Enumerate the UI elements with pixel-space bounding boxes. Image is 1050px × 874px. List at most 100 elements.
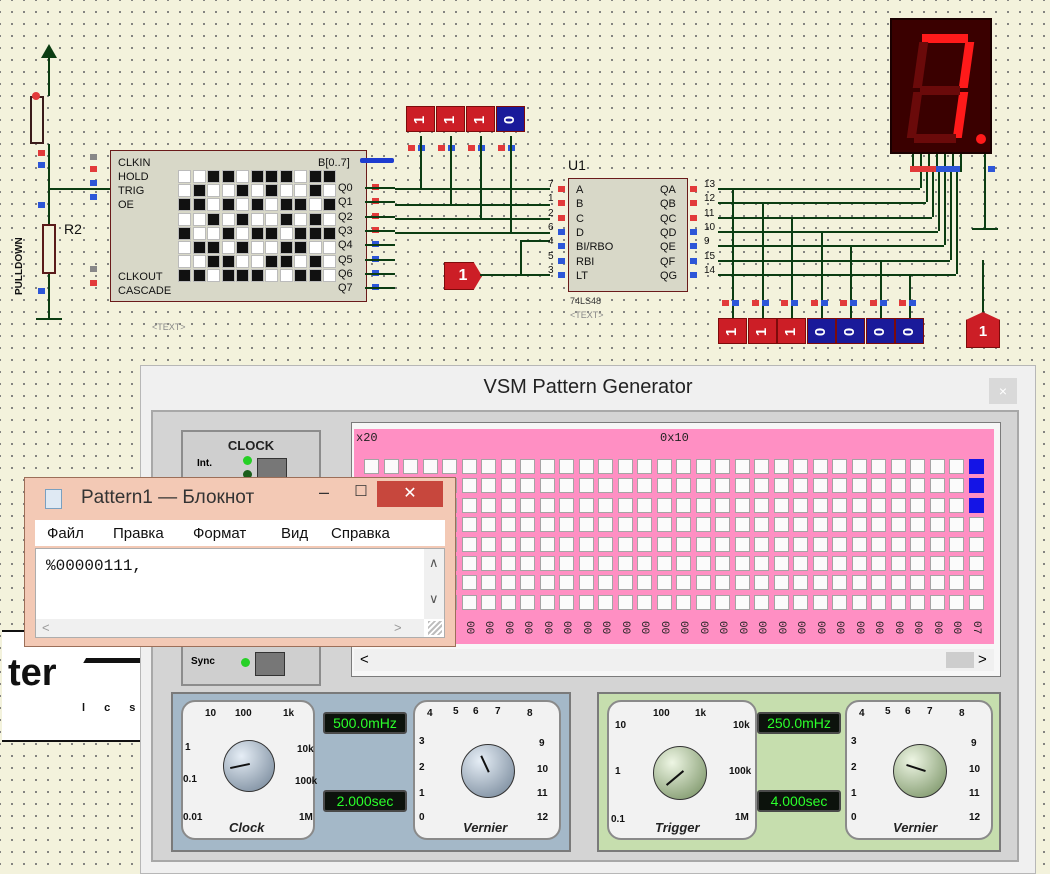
pattern-cell[interactable] xyxy=(403,459,418,474)
pattern-cell[interactable] xyxy=(851,478,867,494)
pattern-cell[interactable] xyxy=(715,594,730,610)
pattern-cell[interactable] xyxy=(637,556,652,571)
clock-range-knob[interactable] xyxy=(223,740,275,792)
pattern-cell[interactable] xyxy=(890,556,906,571)
vertical-scrollbar[interactable]: ∧ ∨ xyxy=(424,549,444,619)
pattern-cell[interactable] xyxy=(559,478,574,494)
pattern-cell[interactable] xyxy=(793,536,808,552)
pattern-cell[interactable] xyxy=(676,497,691,513)
pattern-cell[interactable] xyxy=(481,575,496,591)
pattern-cell[interactable] xyxy=(949,497,964,513)
pattern-cell[interactable] xyxy=(754,459,769,474)
pattern-cell[interactable] xyxy=(461,594,477,610)
pattern-cell[interactable] xyxy=(598,459,613,474)
pattern-cell[interactable] xyxy=(617,497,633,513)
pattern-cell[interactable] xyxy=(637,517,652,533)
pattern-cell[interactable] xyxy=(695,517,711,533)
pattern-cell[interactable] xyxy=(442,459,457,474)
pattern-cell[interactable] xyxy=(695,594,711,610)
pattern-cell[interactable] xyxy=(851,517,867,533)
pattern-cell[interactable] xyxy=(656,497,672,513)
pattern-cell[interactable] xyxy=(539,536,555,552)
pattern-cell[interactable] xyxy=(481,497,496,513)
pattern-cell[interactable] xyxy=(676,575,691,591)
pattern-cell[interactable] xyxy=(500,536,516,552)
pattern-cell[interactable] xyxy=(832,497,847,513)
pattern-cell[interactable] xyxy=(598,497,613,513)
pattern-cell[interactable] xyxy=(617,556,633,571)
pattern-cell[interactable] xyxy=(617,459,633,474)
menu-help[interactable]: Справка xyxy=(331,525,390,542)
pattern-cell[interactable] xyxy=(637,497,652,513)
pattern-cell[interactable] xyxy=(617,536,633,552)
decoder-74ls48[interactable] xyxy=(568,178,688,292)
pattern-cell[interactable] xyxy=(949,459,964,474)
pattern-cell[interactable] xyxy=(929,517,945,533)
pattern-cell[interactable] xyxy=(773,594,789,610)
pattern-cell[interactable] xyxy=(929,497,945,513)
pattern-cell[interactable] xyxy=(890,517,906,533)
pattern-cell[interactable] xyxy=(637,594,652,610)
pattern-cell[interactable] xyxy=(715,536,730,552)
pattern-cell[interactable] xyxy=(656,459,672,474)
pattern-cell[interactable] xyxy=(812,497,828,513)
pattern-cell[interactable] xyxy=(598,575,613,591)
pattern-cell[interactable] xyxy=(929,536,945,552)
pattern-cell[interactable] xyxy=(968,517,984,533)
pattern-cell[interactable] xyxy=(929,459,945,474)
pattern-cell[interactable] xyxy=(871,594,886,610)
pattern-cell[interactable] xyxy=(910,575,925,591)
clock-vernier-knob[interactable] xyxy=(461,744,515,798)
pattern-cell[interactable] xyxy=(773,459,789,474)
pattern-cell[interactable] xyxy=(520,497,535,513)
close-button[interactable]: × xyxy=(989,378,1017,404)
pattern-cell[interactable] xyxy=(520,517,535,533)
pattern-cell[interactable] xyxy=(481,517,496,533)
output-probe-bit[interactable]: 0 xyxy=(806,318,836,344)
pattern-cell[interactable] xyxy=(832,517,847,533)
pattern-cell[interactable] xyxy=(949,575,964,591)
pattern-cell[interactable] xyxy=(617,478,633,494)
pattern-cell[interactable] xyxy=(812,575,828,591)
pattern-cell[interactable] xyxy=(929,478,945,494)
pattern-cell[interactable] xyxy=(656,575,672,591)
pattern-cell[interactable] xyxy=(695,536,711,552)
pattern-cell[interactable] xyxy=(890,536,906,552)
pattern-cell[interactable] xyxy=(871,575,886,591)
output-probe-bit[interactable]: 1 xyxy=(747,318,777,344)
pattern-cell[interactable] xyxy=(656,556,672,571)
close-button[interactable]: ✕ xyxy=(377,481,443,507)
input-probe-bit[interactable]: 0 xyxy=(496,106,525,132)
scroll-right-icon[interactable]: > xyxy=(394,620,402,635)
pattern-cell[interactable] xyxy=(734,556,750,571)
pattern-cell[interactable] xyxy=(910,556,925,571)
pattern-cell[interactable] xyxy=(793,478,808,494)
pattern-cell[interactable] xyxy=(832,478,847,494)
pattern-cell[interactable] xyxy=(871,459,886,474)
editor-content[interactable]: %00000111, xyxy=(46,557,143,575)
pattern-cell[interactable] xyxy=(578,594,594,610)
pattern-cell[interactable] xyxy=(481,478,496,494)
pattern-cell[interactable] xyxy=(559,556,574,571)
pattern-cell[interactable] xyxy=(773,575,789,591)
pattern-cell[interactable] xyxy=(773,556,789,571)
pattern-cell[interactable] xyxy=(851,497,867,513)
pattern-cell[interactable] xyxy=(617,594,633,610)
pattern-cell[interactable] xyxy=(461,517,477,533)
pattern-cell[interactable] xyxy=(539,478,555,494)
maximize-button[interactable]: ☐ xyxy=(354,483,368,500)
pattern-cell[interactable] xyxy=(715,459,730,474)
pattern-cell[interactable] xyxy=(676,556,691,571)
pattern-cell[interactable] xyxy=(500,594,516,610)
pattern-cell[interactable] xyxy=(968,497,984,513)
scroll-down-icon[interactable]: ∨ xyxy=(429,591,439,606)
pattern-cell[interactable] xyxy=(578,517,594,533)
pattern-cell[interactable] xyxy=(539,497,555,513)
pattern-cell[interactable] xyxy=(578,575,594,591)
pattern-cell[interactable] xyxy=(910,594,925,610)
pattern-cell[interactable] xyxy=(715,575,730,591)
pattern-cell[interactable] xyxy=(500,497,516,513)
pattern-cell[interactable] xyxy=(578,459,594,474)
pattern-cell[interactable] xyxy=(851,556,867,571)
pattern-cell[interactable] xyxy=(754,556,769,571)
